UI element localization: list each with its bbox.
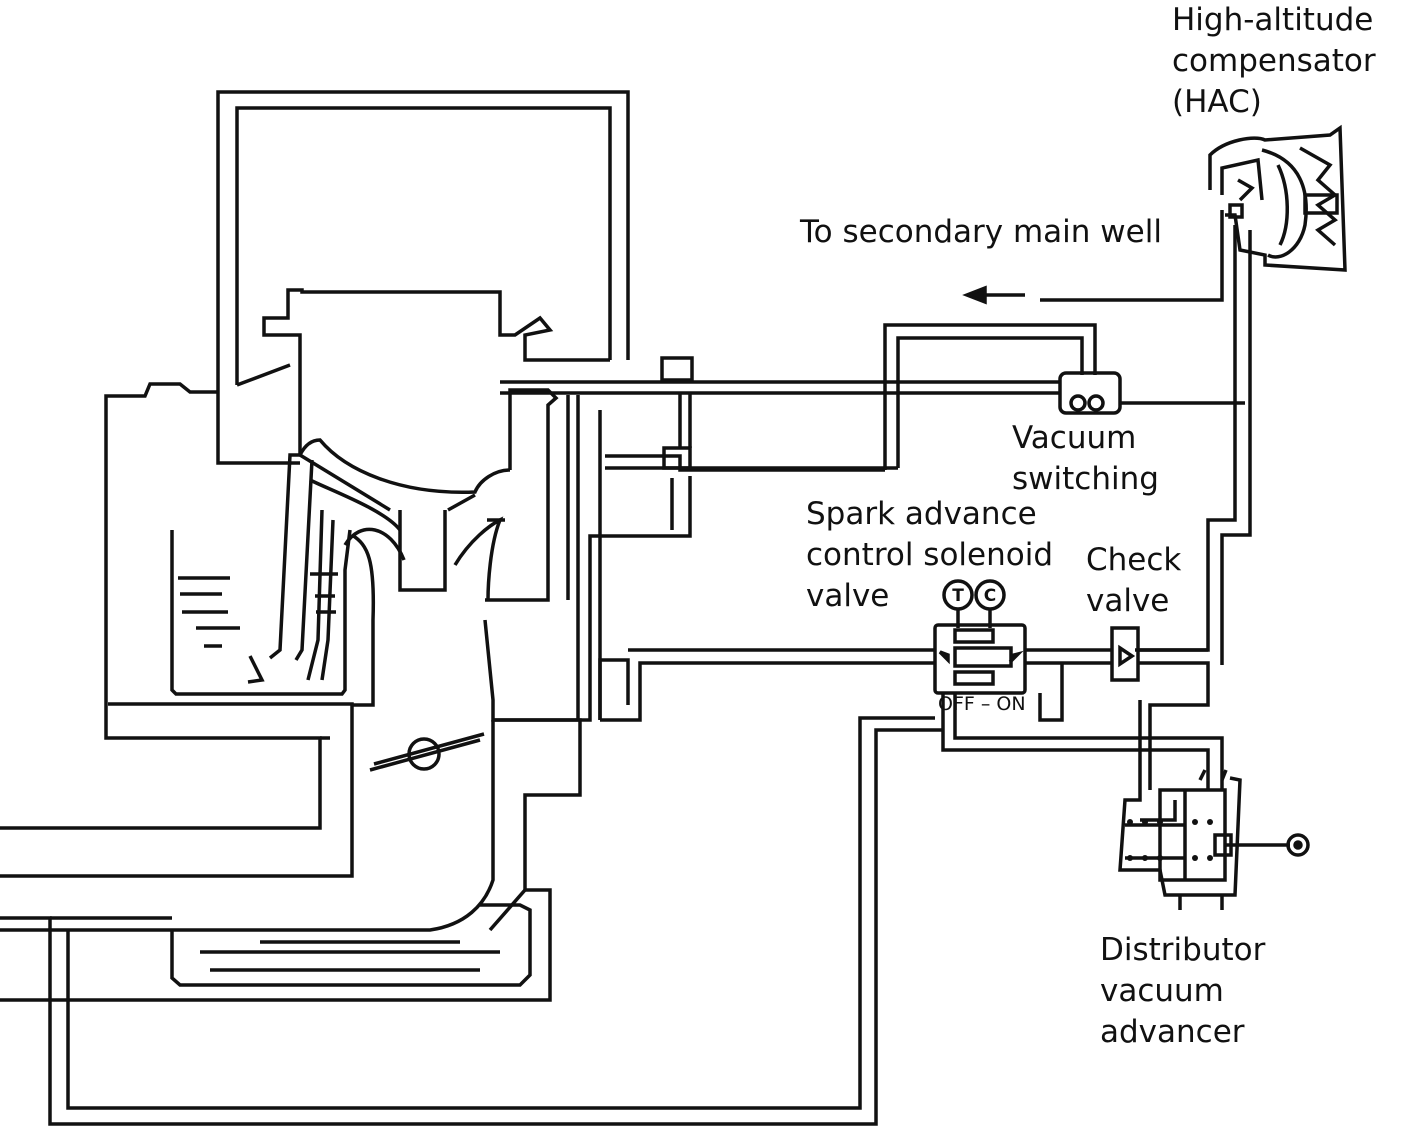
- spark-solenoid-line-1: Spark advance: [806, 496, 1037, 532]
- spark-solenoid-valve: [600, 610, 1224, 790]
- hac-label: High-altitude compensator (HAC): [1172, 0, 1376, 123]
- spark-solenoid-label: Spark advance control solenoid valve: [806, 494, 1053, 617]
- spark-solenoid-line-3: valve: [806, 578, 890, 614]
- distributor-ports: [1127, 819, 1213, 861]
- distributor-label: Distributor vacuum advancer: [1100, 930, 1265, 1053]
- check-valve: [1110, 626, 1210, 790]
- main-nozzle: [268, 453, 335, 681]
- float-bowl: [170, 529, 352, 696]
- hac-label-line-3: (HAC): [1172, 84, 1262, 120]
- lower-chamber: [170, 903, 532, 987]
- vacuum-switching-line-1: Vacuum: [1012, 420, 1137, 456]
- vacuum-switching-line-2: switching: [1012, 461, 1159, 497]
- carburetor-body: [0, 363, 354, 878]
- distributor-advancer: [1118, 700, 1310, 910]
- terminal-c-label: C: [984, 586, 996, 606]
- carburetor-air-horn: [216, 90, 630, 392]
- inner-passages: [598, 410, 630, 720]
- terminal-t-label: T: [952, 586, 964, 606]
- terminal-t-icon: T: [942, 579, 974, 611]
- return-hose: [0, 716, 943, 1126]
- terminal-c-icon: C: [974, 579, 1006, 611]
- distributor-line-3: advancer: [1100, 1014, 1245, 1050]
- distributor-line-2: vacuum: [1100, 973, 1224, 1009]
- check-valve-line-1: Check: [1086, 542, 1182, 578]
- check-valve-line-2: valve: [1086, 583, 1170, 619]
- secondary-well-arrow: [962, 285, 1025, 305]
- throttle-body: [0, 533, 582, 1002]
- off-on-label: OFF – ON: [938, 693, 1026, 715]
- hac-label-line-2: compensator: [1172, 43, 1376, 79]
- check-valve-label: Check valve: [1086, 540, 1181, 622]
- vacuum-switching-valve: [1058, 371, 1245, 415]
- spark-solenoid-line-2: control solenoid: [806, 537, 1054, 573]
- hac-label-line-1: High-altitude: [1172, 2, 1374, 38]
- vacuum-switching-label: Vacuum switching: [1012, 418, 1159, 500]
- vacuum-line-main: [493, 323, 1097, 722]
- secondary-main-well-label: To secondary main well: [800, 214, 1162, 250]
- venturi-throat: [262, 288, 610, 602]
- distributor-line-1: Distributor: [1100, 932, 1266, 968]
